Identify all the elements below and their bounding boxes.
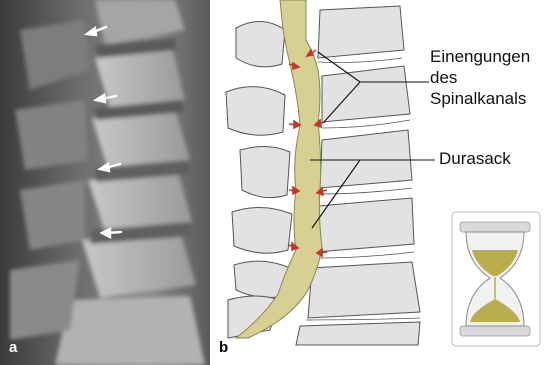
narrowing-label-line-2: des	[430, 67, 530, 88]
xray-panel	[0, 0, 210, 365]
hourglass-icon	[452, 212, 540, 346]
red-arrow-icon	[289, 121, 300, 128]
narrowing-callout: Einengungen des Spinalkanals	[430, 46, 530, 109]
narrowing-label-line-3: Spinalkanals	[430, 88, 530, 109]
panel-label-b: b	[219, 340, 228, 355]
dural-sac-callout: Durasack	[439, 148, 511, 169]
panel-label-a: a	[9, 340, 17, 355]
narrowing-label-line-1: Einengungen	[430, 46, 530, 67]
